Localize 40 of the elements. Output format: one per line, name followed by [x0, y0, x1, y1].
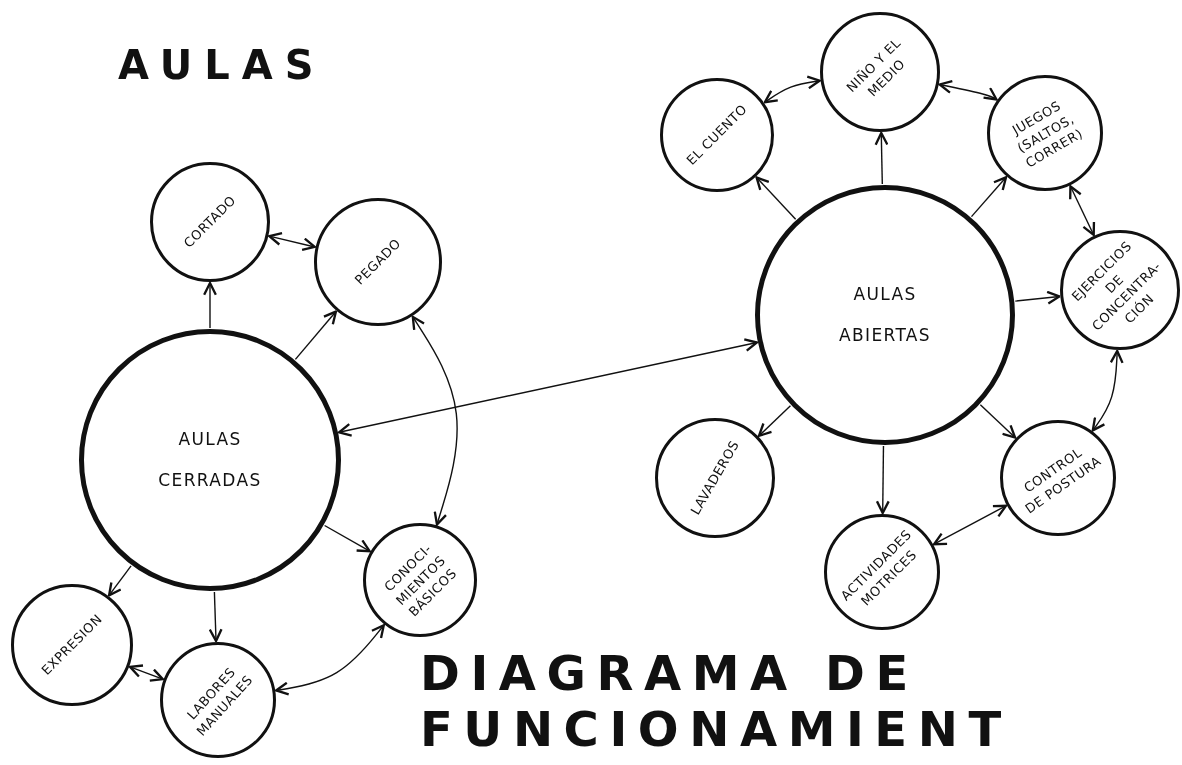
arrow [323, 524, 371, 553]
arrow [757, 404, 792, 437]
circle-node [160, 642, 276, 758]
arrow [1091, 349, 1124, 432]
circle-node [755, 185, 1015, 445]
circle-node [660, 78, 774, 192]
circle-node [987, 75, 1103, 191]
arrow [755, 176, 797, 220]
circle-node [363, 523, 477, 637]
circle-node [655, 418, 775, 538]
arrow [275, 624, 385, 696]
arrow [1069, 185, 1096, 237]
arrow [268, 232, 316, 252]
arrow [938, 80, 998, 101]
circle-node [1060, 230, 1180, 350]
arrow [1014, 290, 1061, 305]
circle-node [820, 12, 940, 132]
arrow [979, 404, 1017, 439]
arrow [874, 131, 889, 185]
arrow [875, 445, 890, 515]
arrow [203, 281, 217, 329]
arrow [411, 315, 458, 526]
circle-node [79, 329, 341, 591]
arrow [970, 176, 1008, 218]
node-label: AULAS CERRADAS [157, 428, 263, 492]
arrow [208, 591, 223, 643]
arrow [337, 338, 759, 437]
arrow [932, 504, 1008, 546]
circle-node [824, 514, 940, 630]
circle-node [314, 198, 442, 326]
arrow [128, 664, 164, 682]
diagram-title: DIAGRAMA DE FUNCIONAMIENT [420, 645, 1013, 757]
arrow [294, 310, 338, 361]
node-label: AULAS ABIERTAS [838, 283, 932, 347]
heading: AULAS [118, 42, 326, 88]
circle-node [1000, 420, 1116, 536]
circle-node [11, 584, 133, 706]
circle-node [150, 162, 270, 282]
arrow [107, 565, 132, 597]
arrow [763, 75, 821, 104]
